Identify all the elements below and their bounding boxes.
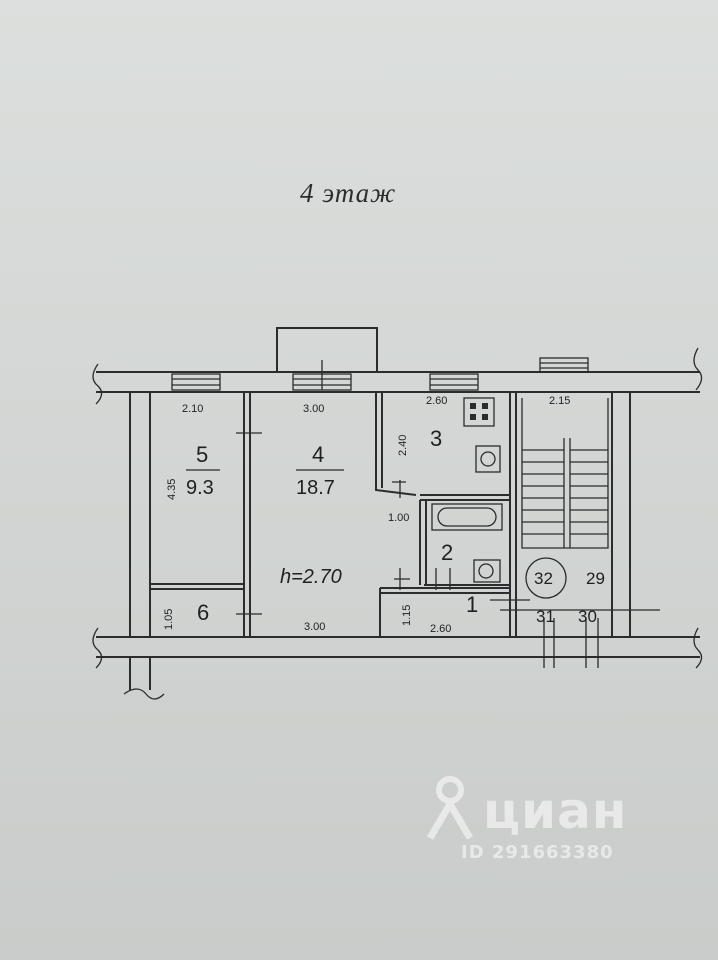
- dim-kitchen-length: 2.40: [397, 435, 409, 456]
- dim-room4-width-top: 3.00: [303, 403, 324, 415]
- toilet: [473, 559, 501, 583]
- location-pin-icon: [426, 776, 474, 840]
- dim-room5-width: 2.10: [182, 403, 203, 415]
- dim-hall-length: 1.15: [401, 605, 413, 626]
- dim-stair-width: 2.15: [549, 395, 570, 407]
- windows: [171, 357, 589, 391]
- room-area-5: 9.3: [186, 477, 214, 499]
- room-number-2: 2: [441, 540, 453, 565]
- dim-kitchen-width: 2.60: [426, 395, 447, 407]
- dim-bath-width: 1.00: [388, 512, 409, 524]
- exterior-walls: [92, 347, 703, 700]
- room-number-4: 4: [312, 442, 324, 467]
- neighbor-apartment-32: 32: [534, 569, 553, 588]
- dim-room4-width-bottom: 3.00: [304, 621, 325, 633]
- kitchen-sink: [475, 445, 501, 473]
- neighbor-apartment-31: 31: [536, 607, 555, 626]
- interior-walls: [150, 392, 517, 637]
- kitchen-stove: [463, 397, 495, 427]
- bathtub: [431, 503, 503, 531]
- cian-watermark: циан ID 291663380: [425, 770, 705, 870]
- room-number-1: 1: [466, 592, 478, 617]
- ceiling-height: h=2.70: [280, 566, 342, 588]
- stairwell: [500, 398, 660, 668]
- watermark-id: ID 291663380: [461, 842, 614, 863]
- dim-room6-length: 1.05: [163, 609, 175, 630]
- dim-hall-width: 2.60: [430, 623, 451, 635]
- dim-room5-length: 4.35: [166, 479, 178, 500]
- room-area-4: 18.7: [296, 477, 335, 499]
- floor-title: 4 этаж: [300, 178, 397, 208]
- room-number-5: 5: [196, 442, 208, 467]
- watermark-brand: циан: [483, 782, 628, 840]
- dimension-ticks: [236, 360, 530, 615]
- room-number-6: 6: [197, 600, 209, 625]
- neighbor-apartment-30: 30: [578, 607, 597, 626]
- balcony: [276, 327, 378, 373]
- room-number-3: 3: [430, 426, 442, 451]
- neighbor-apartment-29: 29: [586, 569, 605, 588]
